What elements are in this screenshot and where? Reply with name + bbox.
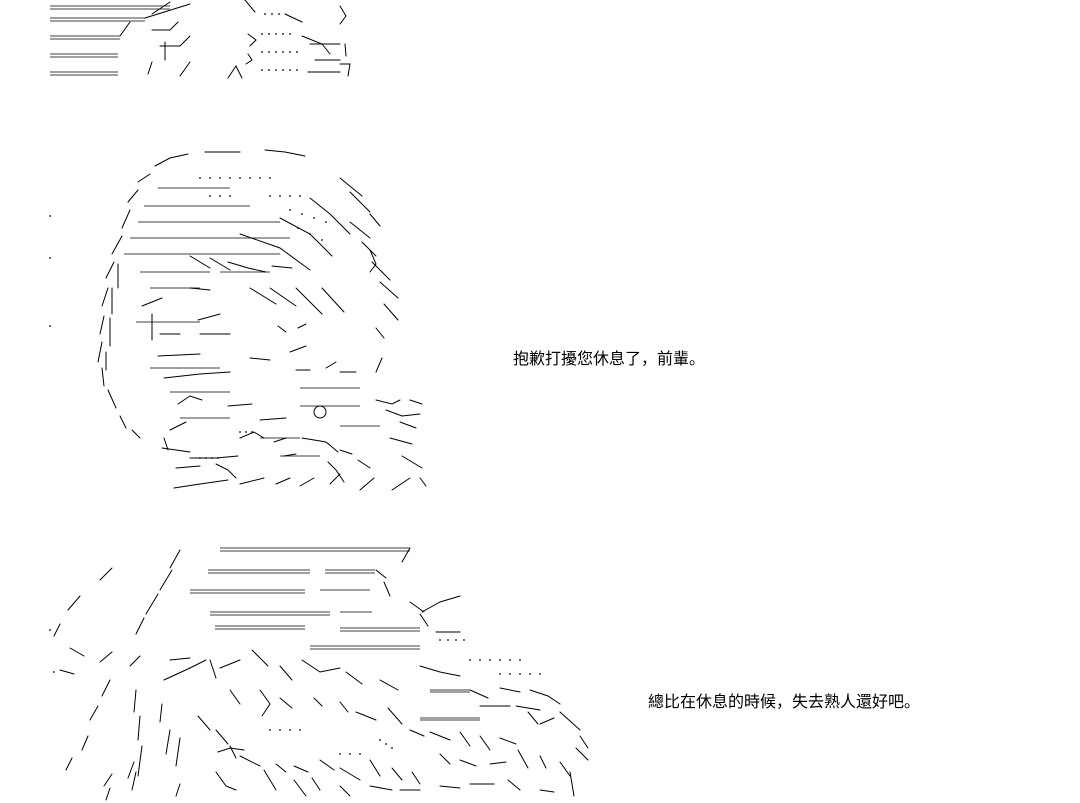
ascii-art-face-icon xyxy=(40,138,440,498)
ascii-art-desk-icon xyxy=(40,540,600,803)
dialogue-line-2: 總比在休息的時候，失去熟人還好吧。 xyxy=(648,692,921,711)
dialogue-line-1: 抱歉打擾您休息了，前輩。 xyxy=(513,349,706,368)
ascii-art-fragment-icon xyxy=(40,0,370,82)
